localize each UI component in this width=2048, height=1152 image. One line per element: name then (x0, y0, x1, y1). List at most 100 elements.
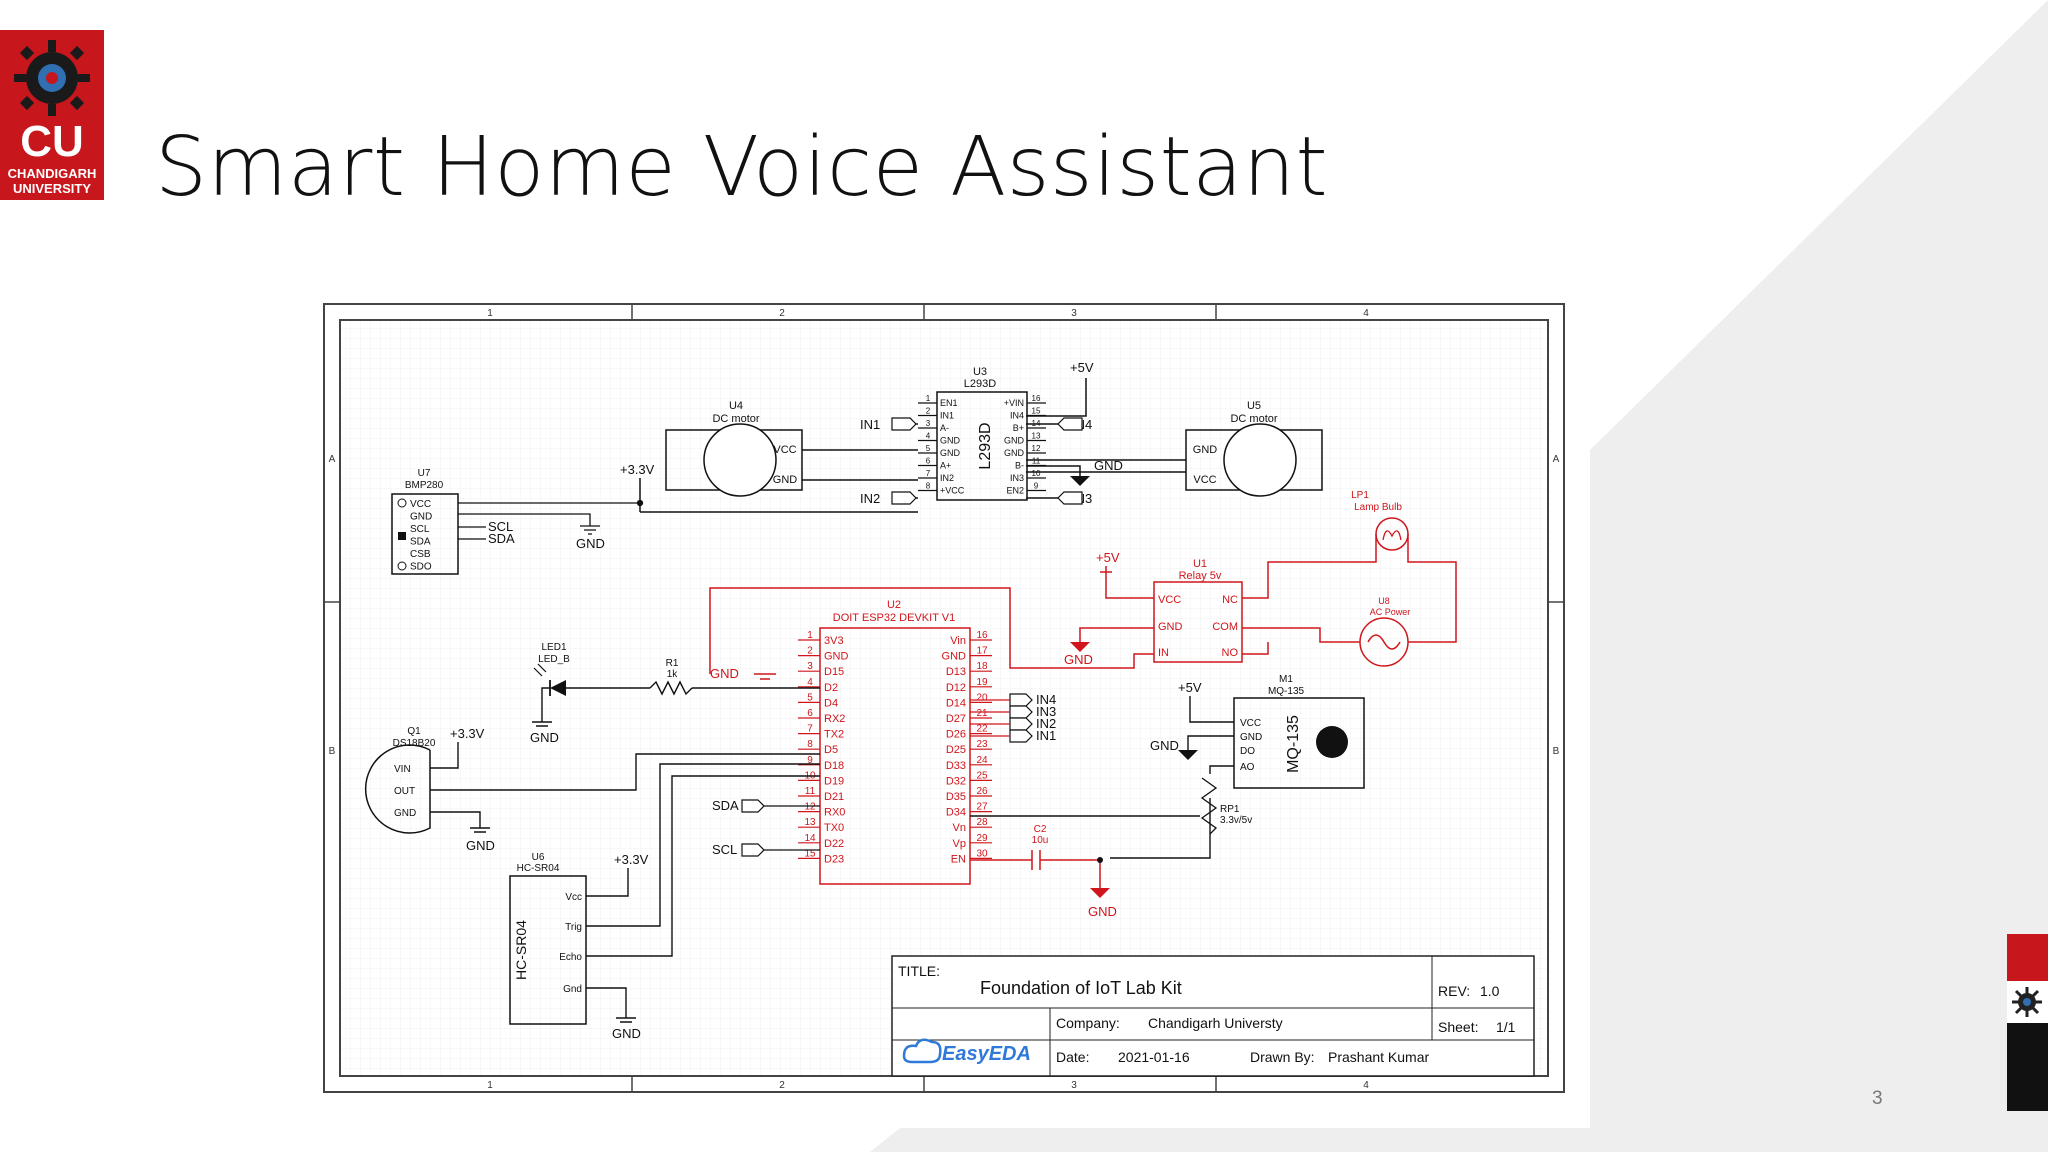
svg-text:VCC: VCC (1193, 474, 1216, 486)
svg-text:Echo: Echo (559, 952, 582, 963)
svg-text:GND: GND (1094, 458, 1123, 473)
u2-pin-num: 26 (976, 786, 988, 797)
capacitor-c2: C2 10u GND (970, 824, 1117, 919)
svg-text:DS18B20: DS18B20 (393, 738, 436, 749)
svg-text:VIN: VIN (394, 764, 411, 775)
q1-wires (430, 742, 820, 828)
svg-text:NC: NC (1222, 594, 1238, 606)
u2-pin-num: 1 (807, 630, 813, 641)
u2-pin-num: 16 (976, 630, 988, 641)
u2-pin-num: 11 (805, 786, 816, 797)
u2-pin-label: D18 (824, 760, 844, 772)
svg-text:HC-SR04: HC-SR04 (517, 863, 560, 874)
u3-pin-num: 10 (1032, 469, 1041, 478)
u3-pin-label: A+ (940, 461, 951, 471)
svg-text:IN1: IN1 (1036, 728, 1056, 743)
logo-abbrev: CU (20, 117, 84, 166)
svg-text:IN4: IN4 (1036, 692, 1056, 707)
u2-pin-num: 29 (976, 833, 988, 844)
svg-text:GND: GND (1064, 652, 1093, 667)
u3-pin-label: GND (940, 436, 961, 446)
u2-pin-num: 8 (807, 739, 813, 750)
university-logo: CU CHANDIGARH UNIVERSITY (0, 30, 104, 200)
u2-pin-label: Vn (953, 822, 966, 834)
u2-pin-num: 2 (807, 646, 813, 657)
u2-pin-label: D35 (946, 791, 966, 803)
u7-pin-label: CSB (410, 549, 431, 560)
grid-col-2-bottom: 2 (779, 1080, 785, 1091)
u2-pin-num: 5 (807, 692, 813, 703)
logo-line-1: CHANDIGARH (7, 166, 97, 181)
circuit-schematic: 1 2 3 4 1 2 3 4 A B A B U4 DC motor VCC … (323, 303, 1565, 1093)
svg-text:GND: GND (530, 730, 559, 745)
resistor-r1: R1 1k (649, 658, 693, 696)
svg-text:U4: U4 (729, 400, 743, 412)
svg-text:IN: IN (1158, 647, 1169, 659)
u7-pin-label: VCC (410, 499, 431, 510)
svg-text:LP1: LP1 (1351, 490, 1369, 501)
u2-pin-label: GND (824, 651, 849, 663)
svg-text:U3: U3 (973, 366, 987, 378)
svg-text:Sheet:: Sheet: (1438, 1019, 1478, 1035)
svg-text:GND: GND (466, 838, 495, 853)
u2-pin-num: 20 (976, 692, 988, 703)
svg-text:Gnd: Gnd (563, 984, 582, 995)
svg-text:GND: GND (1158, 621, 1183, 633)
u2-pin-num: 6 (807, 708, 813, 719)
u2-pin-label: D25 (946, 744, 966, 756)
svg-text:GND: GND (612, 1026, 641, 1041)
svg-text:Date:: Date: (1056, 1049, 1089, 1065)
u2-pin-num: 19 (976, 677, 988, 688)
slide-title: Smart Home Voice Assistant (155, 120, 1329, 215)
svg-text:R1: R1 (666, 658, 679, 669)
svg-text:+5V: +5V (1178, 680, 1202, 695)
u3-pin-label: +VCC (940, 486, 965, 496)
small-gear-icon (2012, 987, 2042, 1017)
u2-pin-label: GND (942, 651, 967, 663)
grid-row-b: B (329, 746, 336, 757)
grid-col-4: 4 (1363, 308, 1369, 319)
u3-pin-num: 11 (1032, 457, 1041, 466)
grid-row-a: A (329, 454, 336, 465)
u2-pin-label: D33 (946, 760, 966, 772)
u2-pin-num: 15 (804, 848, 816, 859)
svg-text:SCL: SCL (712, 842, 737, 857)
potentiometer-rp1: RP1 3.3v/5v (1220, 804, 1252, 826)
logo-line-2: UNIVERSITY (12, 181, 91, 196)
dc-motor-u4: U4 DC motor VCC GND (665, 400, 803, 497)
relay-wires (709, 534, 1457, 674)
svg-text:Q1: Q1 (407, 726, 421, 737)
u2-pin-num: 27 (976, 802, 988, 813)
svg-text:1/1: 1/1 (1496, 1019, 1516, 1035)
u2-pin-label: D5 (824, 744, 838, 756)
svg-text:LED_B: LED_B (538, 654, 570, 665)
svg-text:U1: U1 (1193, 558, 1207, 570)
u3-pin-label: B+ (1013, 423, 1024, 433)
svg-text:DOIT ESP32 DEVKIT V1: DOIT ESP32 DEVKIT V1 (833, 612, 955, 624)
schematic-title-block: TITLE: Foundation of IoT Lab Kit REV: 1.… (891, 955, 1535, 1077)
u2-pin-label: D22 (824, 838, 844, 850)
svg-text:SDA: SDA (488, 531, 515, 546)
svg-text:+3.3V: +3.3V (450, 726, 485, 741)
svg-text:L293D: L293D (964, 378, 996, 390)
svg-text:DC motor: DC motor (712, 413, 759, 425)
u2-pin-num: 18 (976, 661, 988, 672)
u3-pin-num: 6 (926, 457, 931, 466)
svg-text:IN1: IN1 (860, 417, 880, 432)
u7-pin-label: SDA (410, 537, 431, 548)
u3-pin-label: IN4 (1010, 411, 1024, 421)
u7-pin-label: SCL (410, 524, 430, 535)
u2-pin-label: D14 (946, 697, 966, 709)
u3-pin-num: 7 (926, 469, 931, 478)
u2-pin-num: 7 (807, 724, 813, 735)
svg-text:Chandigarh Universty: Chandigarh Universty (1148, 1015, 1283, 1031)
svg-text:AO: AO (1240, 762, 1255, 773)
svg-text:REV:: REV: (1438, 983, 1470, 999)
u3-pin-num: 16 (1032, 394, 1041, 403)
grid-col-3: 3 (1071, 308, 1077, 319)
svg-text:IN2: IN2 (1036, 716, 1056, 731)
svg-text:M1: M1 (1279, 674, 1293, 685)
svg-text:IN3: IN3 (1036, 704, 1056, 719)
u3-pin-num: 4 (926, 432, 931, 441)
